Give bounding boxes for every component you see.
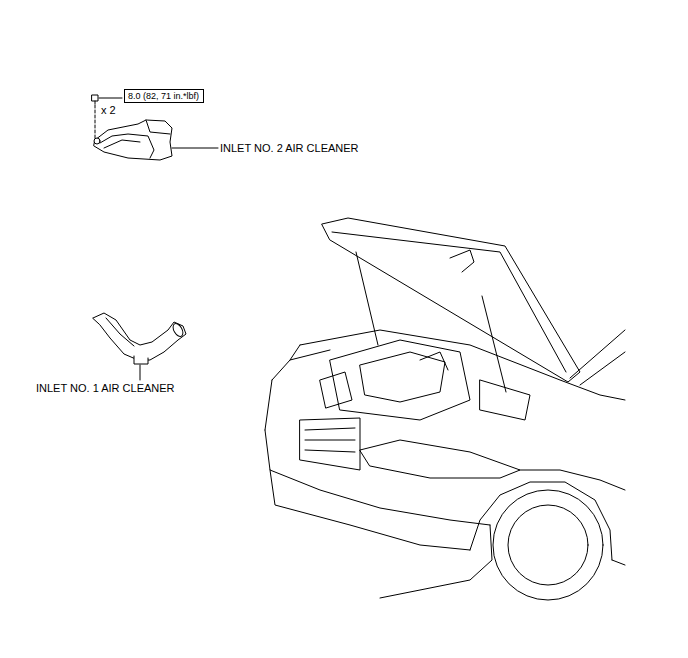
part-name: INLET NO. 2 AIR CLEANER xyxy=(220,142,359,154)
inlet-no2-part xyxy=(94,120,218,160)
inlet-no1-part xyxy=(93,313,186,380)
torque-spec-box: 8.0 (82, 71 in.*lbf) xyxy=(124,89,204,103)
torque-value: 8.0 (82, 71 in.*lbf) xyxy=(128,91,200,101)
quantity-label: x 2 xyxy=(101,104,116,116)
part-name: INLET NO. 1 AIR CLEANER xyxy=(36,382,175,394)
vehicle-illustration xyxy=(265,218,625,600)
